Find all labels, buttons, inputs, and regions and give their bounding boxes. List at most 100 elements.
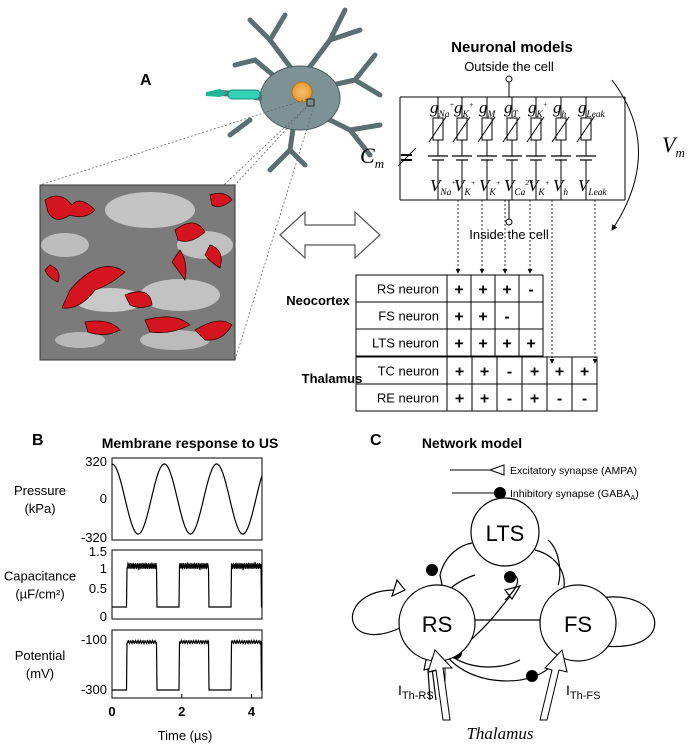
conductance-label: gM bbox=[479, 98, 497, 120]
thalamic-input-arrows bbox=[427, 648, 568, 721]
table-cell: + bbox=[580, 364, 589, 381]
table-cell: + bbox=[526, 336, 535, 353]
cm-label: Cm bbox=[360, 143, 384, 171]
thalamus-italic-label: Thalamus bbox=[466, 724, 533, 743]
x-tick: 4 bbox=[248, 704, 256, 719]
synapse-legend: Excitatory synapse (AMPA) Inhibitory syn… bbox=[450, 464, 639, 502]
panel-b-title: Membrane response to US bbox=[102, 435, 279, 451]
table-cell: - bbox=[557, 391, 562, 408]
reversal-label: VK+ bbox=[454, 176, 476, 198]
panel-a-label: A bbox=[140, 72, 152, 89]
plot-ylabel-unit: (kPa) bbox=[24, 501, 55, 516]
table-cell: + bbox=[478, 336, 487, 353]
conductance-label: gK+ bbox=[454, 98, 474, 120]
node-lts bbox=[470, 497, 540, 567]
reversal-label: VLeak bbox=[578, 176, 607, 198]
table-cell: - bbox=[504, 309, 509, 326]
conductance-label: gh bbox=[553, 98, 567, 120]
plot-ylabel: Pressure bbox=[14, 483, 66, 498]
conductance-branch bbox=[551, 97, 571, 200]
conductance-label: gLeak bbox=[578, 98, 606, 120]
plot-curve bbox=[112, 639, 263, 691]
node-rs-label: RS bbox=[422, 612, 453, 637]
reversal-label: VK+ bbox=[479, 176, 501, 198]
x-tick: 0 bbox=[108, 704, 115, 719]
plot-tick: -100 bbox=[81, 632, 107, 647]
node-lts-label: LTS bbox=[486, 521, 525, 546]
table-cell: + bbox=[454, 282, 463, 299]
conductance-branch bbox=[502, 97, 522, 200]
conductance-branch bbox=[452, 97, 472, 200]
time-axis-label: Time (µs) bbox=[158, 728, 213, 743]
plot-tick: 0 bbox=[100, 491, 107, 506]
x-tick: 2 bbox=[178, 704, 185, 719]
conductance-label: gK+ bbox=[528, 98, 548, 120]
table-row-name: TC neuron bbox=[378, 364, 439, 379]
table-cell: + bbox=[502, 336, 511, 353]
input-fs-label: ITh-FS bbox=[566, 682, 600, 702]
node-fs-label: FS bbox=[564, 612, 592, 637]
plot-tick: -320 bbox=[81, 530, 107, 545]
table-cell: - bbox=[582, 391, 587, 408]
table-cell: + bbox=[478, 309, 487, 326]
legend-excitatory: Excitatory synapse (AMPA) bbox=[510, 465, 637, 477]
table-cell: + bbox=[455, 364, 464, 381]
conductance-to-table-lines bbox=[455, 200, 598, 364]
table-cell: + bbox=[454, 309, 463, 326]
panel-c-title: Network model bbox=[422, 435, 522, 451]
table-cell: + bbox=[455, 391, 464, 408]
panel-c-label: C bbox=[370, 432, 382, 449]
thalamus-label: Thalamus bbox=[302, 371, 363, 386]
plot-ylabel-unit: (mV) bbox=[26, 666, 54, 681]
reversal-label: Vh bbox=[553, 176, 568, 198]
plot-tick: 320 bbox=[85, 454, 107, 469]
neuron-illustration bbox=[206, 7, 383, 173]
table-cell: + bbox=[555, 364, 564, 381]
plot-tick: 1 bbox=[100, 561, 107, 576]
table-row-name: FS neuron bbox=[378, 309, 439, 324]
conductance-branch bbox=[477, 97, 497, 200]
input-rs-label: ITh-RS bbox=[398, 682, 434, 702]
conductance-label: gT bbox=[504, 98, 519, 120]
table-cell: + bbox=[530, 391, 539, 408]
plot-tick: -300 bbox=[81, 682, 107, 697]
reversal-label: VK+ bbox=[528, 176, 550, 198]
reversal-label: VNa+ bbox=[430, 176, 456, 198]
plot-curve bbox=[112, 561, 263, 608]
legend-inhibitory: Inhibitory synapse (GABAA) bbox=[510, 488, 639, 502]
plot-tick: 0.5 bbox=[89, 581, 107, 596]
plot-ylabel: Potential bbox=[15, 648, 66, 663]
conductance-label: gNa+ bbox=[430, 98, 455, 120]
vm-label: Vm bbox=[662, 132, 685, 160]
plot-tick: 1.5 bbox=[89, 544, 107, 559]
table-cell: + bbox=[478, 282, 487, 299]
table-cell: + bbox=[480, 391, 489, 408]
outside-cell-label: Outside the cell bbox=[464, 59, 554, 74]
neuronal-models-title: Neuronal models bbox=[451, 39, 573, 56]
panel-b-label: B bbox=[32, 432, 44, 449]
reversal-label: VCa2+ bbox=[504, 176, 534, 198]
table-cell: + bbox=[480, 364, 489, 381]
double-arrow-icon bbox=[279, 210, 381, 260]
conductance-branch bbox=[576, 97, 596, 200]
channel-tables: RS neuron+++-FS neuron++-LTS neuron++++T… bbox=[355, 274, 598, 412]
table-cell: - bbox=[528, 282, 533, 299]
table-cell: + bbox=[454, 336, 463, 353]
plot-ylabel-unit: (µF/cm²) bbox=[15, 587, 64, 602]
plot-ylabel: Capacitance bbox=[4, 569, 76, 584]
plot-curve bbox=[111, 463, 263, 535]
tissue-zoom-image bbox=[39, 184, 236, 361]
table-cell: + bbox=[530, 364, 539, 381]
table-cell: - bbox=[507, 364, 512, 381]
neocortex-label: Neocortex bbox=[286, 293, 350, 308]
table-cell: + bbox=[502, 282, 511, 299]
inside-cell-label: Inside the cell bbox=[469, 227, 549, 242]
conductance-branch bbox=[428, 97, 448, 200]
conductance-branch bbox=[526, 97, 546, 200]
table-row-name: RE neuron bbox=[377, 391, 439, 406]
table-cell: - bbox=[507, 391, 512, 408]
table-row-name: RS neuron bbox=[377, 282, 439, 297]
